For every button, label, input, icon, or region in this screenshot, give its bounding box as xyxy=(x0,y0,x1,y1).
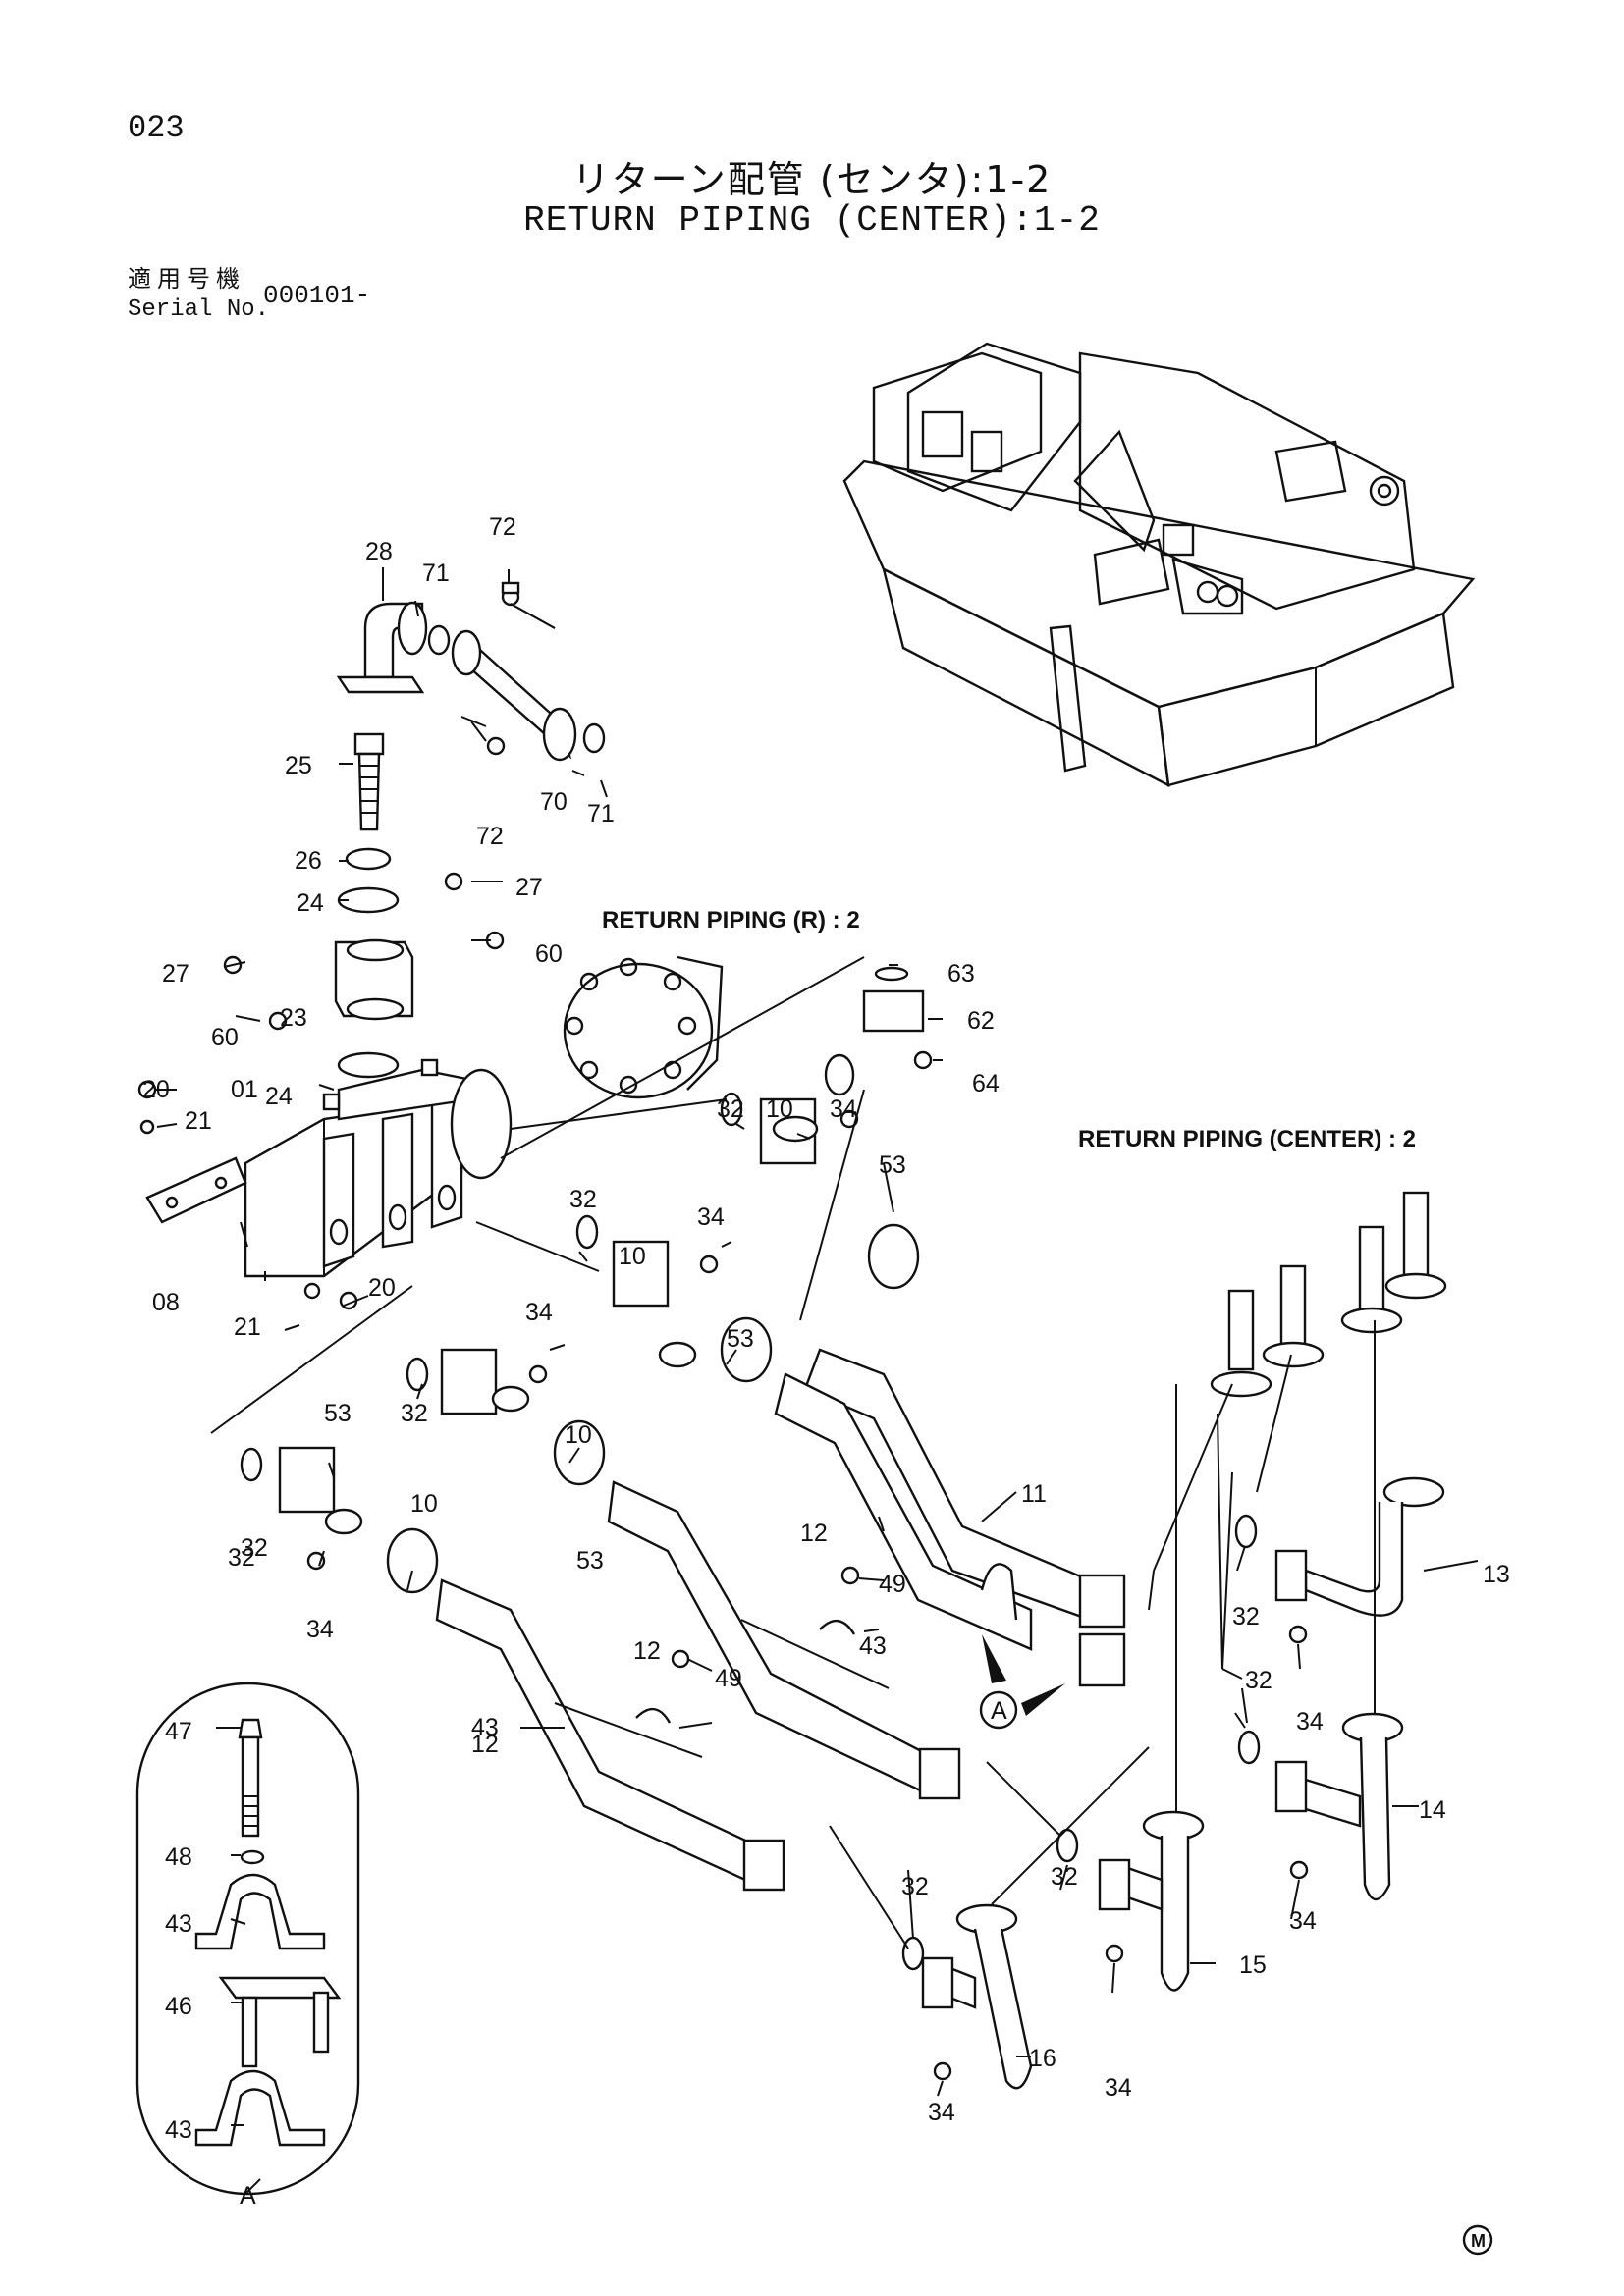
part-number-34: 34 xyxy=(1296,1708,1324,1735)
return-pipes xyxy=(435,1348,1126,1892)
part-number-10: 10 xyxy=(410,1490,438,1518)
part-number-27: 27 xyxy=(162,960,189,988)
part-number-60: 60 xyxy=(211,1024,239,1051)
part-number-32: 32 xyxy=(1232,1603,1260,1630)
part-number-32: 32 xyxy=(401,1400,428,1427)
part-number-28: 28 xyxy=(365,538,393,565)
part-number-21: 21 xyxy=(185,1107,212,1135)
part-number-46: 46 xyxy=(165,1993,192,2020)
callout-a-label: A xyxy=(991,1697,1007,1725)
part-number-43: 43 xyxy=(471,1714,499,1741)
part-number-49: 49 xyxy=(879,1571,906,1598)
part-number-01: 01 xyxy=(231,1076,258,1103)
part-number-32: 32 xyxy=(717,1095,744,1123)
serial-label: 適用号機 Serial No. xyxy=(128,263,269,326)
part-number-23: 23 xyxy=(280,1004,307,1032)
part-number-32: 32 xyxy=(1051,1863,1078,1891)
part-number-24: 24 xyxy=(297,889,324,917)
part-number-32: 32 xyxy=(228,1544,255,1572)
part-number-60: 60 xyxy=(535,940,563,968)
part-number-72: 72 xyxy=(476,823,504,850)
part-number-63: 63 xyxy=(947,960,975,988)
top-assembly xyxy=(334,581,606,1079)
mark-circle xyxy=(1462,2224,1493,2256)
part-number-47: 47 xyxy=(165,1718,192,1745)
section-label-return-piping-r: RETURN PIPING (R) : 2 xyxy=(602,907,860,934)
part-number-16: 16 xyxy=(1029,2045,1056,2072)
part-number-13: 13 xyxy=(1483,1561,1510,1588)
part-number-53: 53 xyxy=(727,1325,754,1353)
part-number-12: 12 xyxy=(471,1731,499,1758)
part-number-71: 71 xyxy=(587,800,615,828)
part-number-21: 21 xyxy=(234,1313,261,1341)
title-japanese: リターン配管 (センタ):1-2 xyxy=(571,158,1053,201)
serial-label-jp: 適用号機 xyxy=(128,265,245,293)
part-number-49: 49 xyxy=(715,1665,742,1692)
part-number-70: 70 xyxy=(540,788,568,816)
part-number-08: 08 xyxy=(152,1289,180,1316)
part-number-34: 34 xyxy=(697,1203,725,1231)
serial-label-en: Serial No. xyxy=(128,296,270,323)
part-number-71: 71 xyxy=(422,560,450,587)
part-number-32: 32 xyxy=(569,1186,597,1213)
part-number-34: 34 xyxy=(1105,2074,1132,2102)
callout-a xyxy=(979,1634,1065,1730)
part-number-32: 32 xyxy=(241,1534,268,1562)
part-number-72: 72 xyxy=(489,513,516,541)
machine-overview xyxy=(842,342,1476,788)
part-number-53: 53 xyxy=(324,1400,352,1427)
serial-number: 000101- xyxy=(263,281,371,310)
part-number-43: 43 xyxy=(165,1910,192,1938)
part-number-10: 10 xyxy=(766,1095,793,1123)
part-number-24: 24 xyxy=(265,1083,293,1110)
part-number-34: 34 xyxy=(830,1095,857,1123)
part-number-26: 26 xyxy=(295,847,322,875)
part-number-53: 53 xyxy=(879,1151,906,1179)
part-number-64: 64 xyxy=(972,1070,1000,1097)
part-number-43: 43 xyxy=(859,1632,887,1660)
part-number-14: 14 xyxy=(1419,1796,1446,1824)
mark-label: M xyxy=(1471,2231,1486,2251)
part-number-34: 34 xyxy=(928,2099,955,2126)
part-number-27: 27 xyxy=(515,874,543,901)
part-number-62: 62 xyxy=(967,1007,995,1035)
connection-lines xyxy=(210,956,1376,1949)
part-number-10: 10 xyxy=(565,1421,592,1449)
part-number-25: 25 xyxy=(285,752,312,779)
leader-lines xyxy=(155,567,1479,2195)
part-number-15: 15 xyxy=(1239,1951,1267,1979)
part-number-11: 11 xyxy=(1021,1480,1047,1508)
riser-pipes xyxy=(901,1191,1447,2090)
detail-view-a xyxy=(135,1682,360,2196)
part-number-34: 34 xyxy=(525,1299,553,1326)
part-number-34: 34 xyxy=(306,1616,334,1643)
page-number: 023 xyxy=(128,110,185,146)
part-number-10: 10 xyxy=(619,1243,646,1270)
title-english: RETURN PIPING (CENTER):1-2 xyxy=(523,200,1101,240)
detail-a-label: A xyxy=(240,2182,256,2210)
part-number-34: 34 xyxy=(1289,1907,1317,1935)
section-label-return-piping-center: RETURN PIPING (CENTER) : 2 xyxy=(1078,1126,1416,1152)
part-callouts: 28 72 71 72 70 71 25 26 24 27 27 23 60 60 24 20 01 21 08 21… xyxy=(142,513,1510,2144)
pipe-fittings xyxy=(240,966,933,1594)
part-number-20: 20 xyxy=(142,1076,170,1103)
main-block xyxy=(137,872,724,1310)
part-number-12: 12 xyxy=(633,1637,661,1665)
part-number-48: 48 xyxy=(165,1843,192,1871)
part-number-53: 53 xyxy=(576,1547,604,1575)
part-number-12: 12 xyxy=(800,1520,828,1547)
part-number-32: 32 xyxy=(1245,1667,1272,1694)
part-number-20: 20 xyxy=(368,1274,396,1302)
part-number-43: 43 xyxy=(165,2116,192,2144)
part-number-32: 32 xyxy=(901,1873,929,1900)
